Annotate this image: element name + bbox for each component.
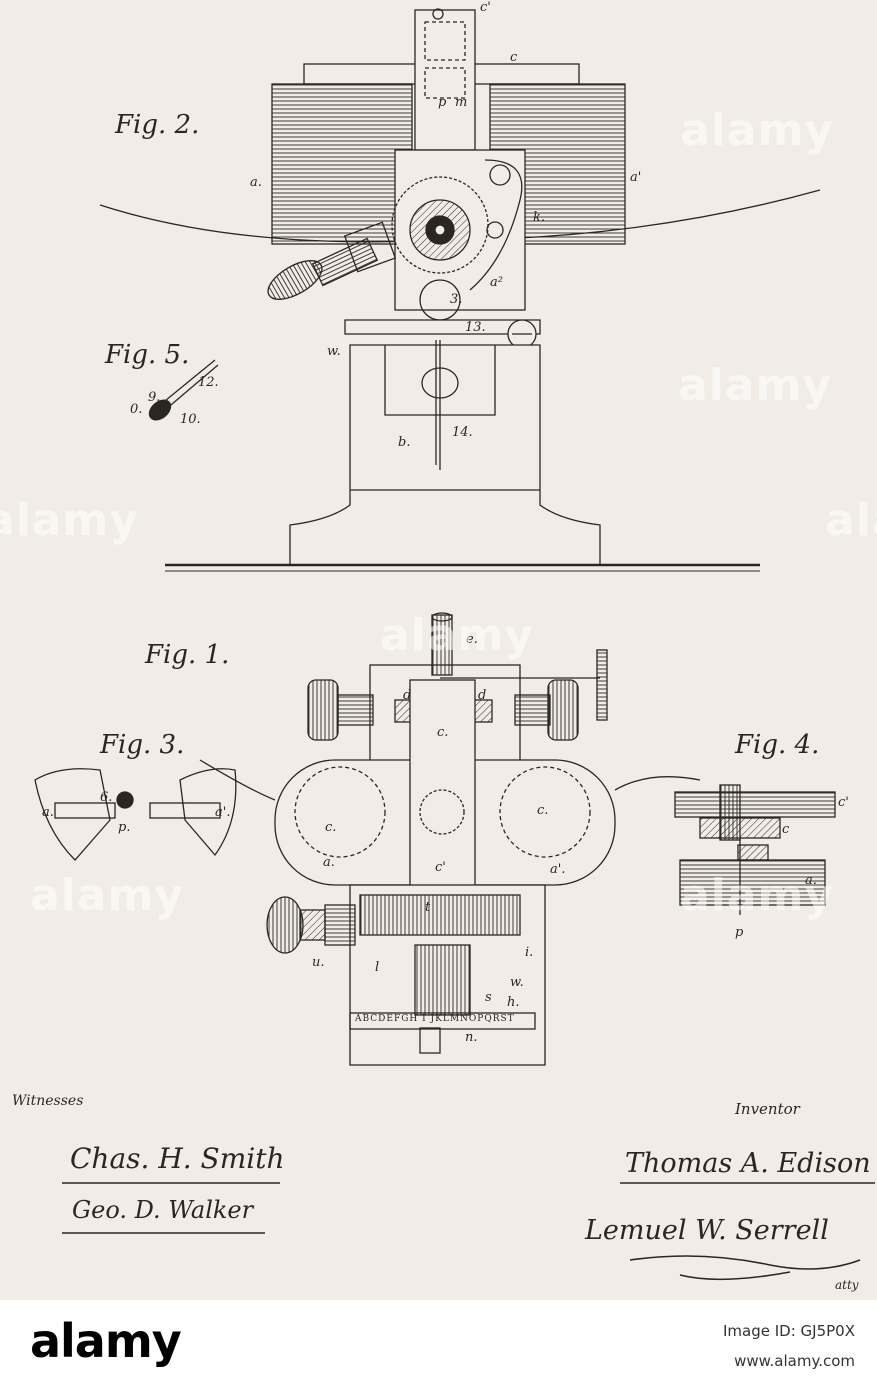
ref-letter: a'. [215, 805, 230, 820]
figure-2-drawing [100, 9, 820, 571]
inventor-heading: Inventor [735, 1100, 800, 1118]
figure-3-drawing [35, 769, 236, 860]
witness-signature-1: Chas. H. Smith [70, 1142, 285, 1175]
ref-letter: a. [323, 855, 335, 870]
ref-letter: d [478, 688, 486, 703]
alamy-watermark: alamy [680, 870, 834, 921]
ref-letter: p [735, 925, 743, 940]
ref-letter: c' [480, 0, 491, 15]
patent-drawing-sheet: Fig. 2. Fig. 1. Fig. 3. Fig. 4. Fig. 5. … [0, 0, 877, 1300]
ref-letter: m [455, 95, 467, 110]
ref-letter: c. [325, 820, 336, 835]
ref-letter: 14. [452, 425, 473, 440]
attorney-suffix: atty [835, 1278, 859, 1292]
ref-letter: w. [327, 344, 341, 359]
ref-letter: 12. [198, 375, 219, 390]
fig1-label: Fig. 1. [145, 640, 229, 670]
ref-letter: b. [398, 435, 410, 450]
ref-letter: u. [312, 955, 325, 970]
ref-letter: c. [437, 725, 448, 740]
ref-letter: d [403, 688, 411, 703]
ref-letter: c. [537, 803, 548, 818]
alamy-watermark: alamy [825, 495, 877, 546]
ref-letter: c' [838, 795, 849, 810]
ref-letter: n. [465, 1030, 478, 1045]
ref-letter: s [485, 990, 492, 1005]
inventor-signature: Thomas A. Edison [625, 1148, 871, 1179]
ref-letter: a. [250, 175, 262, 190]
alamy-logo: alamy [30, 1314, 181, 1368]
ref-letter: l [375, 960, 379, 975]
stock-footer: alamy Image ID: GJ5P0X www.alamy.com [0, 1300, 877, 1390]
ref-letter: a. [42, 805, 54, 820]
witness-signature-2: Geo. D. Walker [72, 1196, 253, 1224]
image-id-text: Image ID: GJ5P0X [723, 1322, 855, 1340]
fig5-label: Fig. 5. [105, 340, 189, 370]
alamy-watermark: alamy [380, 610, 534, 661]
fig2-left-magnet [272, 84, 412, 244]
ref-letter: k. [533, 210, 545, 225]
ref-letter: w. [510, 975, 524, 990]
alamy-watermark: alamy [30, 870, 184, 921]
ref-letter: 10. [180, 412, 201, 427]
ref-letter: h. [507, 995, 520, 1010]
ref-letter: c [510, 50, 517, 65]
alamy-watermark: alamy [678, 360, 832, 411]
fig4-label: Fig. 4. [735, 730, 819, 760]
fig2-central-arm [415, 10, 475, 150]
ref-letter: i. [525, 945, 533, 960]
ref-letter: 0. [130, 402, 142, 417]
ref-letter: c' [435, 860, 446, 875]
ref-letter: a'. [550, 862, 565, 877]
ref-letter: 3. [450, 292, 462, 307]
figure-1-drawing [200, 613, 700, 1065]
ref-letter: p. [118, 820, 130, 835]
witnesses-heading: Witnesses [12, 1093, 83, 1109]
ref-letter: 13. [465, 320, 486, 335]
fig3-label: Fig. 3. [100, 730, 184, 760]
ref-letter: a' [630, 170, 641, 185]
ref-letter: p [438, 95, 446, 110]
alamy-watermark: alamy [680, 105, 834, 156]
ref-letter: 9. [148, 390, 160, 405]
ref-letter: a² [490, 275, 503, 290]
fig2-label: Fig. 2. [115, 110, 199, 140]
type-wheel-characters: ABCDEFGH I JKLMNOPQRST [355, 1014, 515, 1024]
ref-letter: t [425, 900, 430, 915]
fig2-base [290, 345, 600, 565]
ref-letter: 6. [100, 790, 112, 805]
site-url-text: www.alamy.com [734, 1352, 855, 1370]
ref-letter: c [782, 822, 789, 837]
attorney-signature: Lemuel W. Serrell [585, 1215, 829, 1246]
fig1-adjusting-knob [267, 897, 355, 953]
alamy-watermark: alamy [0, 495, 139, 546]
